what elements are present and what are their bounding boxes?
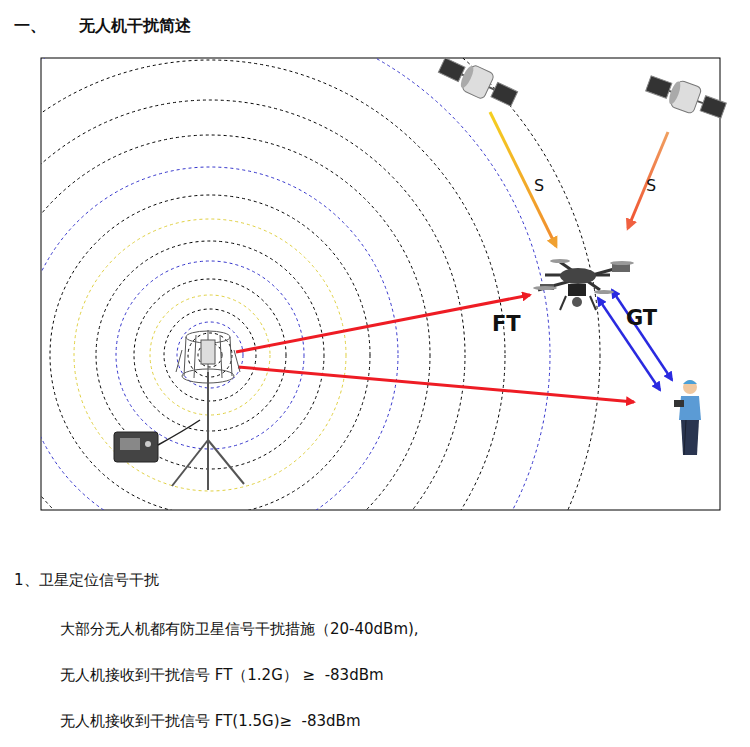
- range-ring: [41, 60, 505, 510]
- link-arrow: [598, 298, 660, 390]
- signal-label: S: [646, 176, 656, 195]
- range-ring: [41, 100, 465, 510]
- signal-label: FT: [492, 312, 521, 336]
- range-ring: [74, 219, 346, 491]
- range-ring: [41, 135, 430, 510]
- range-ring: [177, 322, 243, 388]
- link-arrow: [612, 290, 672, 380]
- satellite: [644, 70, 729, 124]
- person: [674, 380, 701, 455]
- range-ring: [164, 309, 256, 401]
- signal-label: GT: [626, 306, 657, 330]
- range-ring: [41, 58, 600, 510]
- range-ring: [41, 167, 398, 510]
- satellite: [436, 52, 520, 111]
- jammer: [114, 330, 244, 490]
- body-text: 无人机接收到干扰信号 FT(1.5G)≥ -83dBm: [60, 712, 361, 731]
- subsection-heading: 1、卫星定位信号干扰: [14, 571, 159, 590]
- range-ring: [134, 279, 286, 431]
- section-title: 一、 无人机干扰简述: [14, 16, 191, 37]
- signal-arrow: [628, 132, 668, 228]
- range-ring: [41, 58, 550, 510]
- range-ring: [150, 295, 270, 415]
- jamming-arrow: [238, 367, 634, 402]
- body-text: 大部分无人机都有防卫星信号干扰措施（20-40dBm),: [60, 620, 419, 639]
- body-text: 无人机接收到干扰信号 FT（1.2G） ≥ -83dBm: [60, 666, 384, 685]
- range-ring: [116, 261, 304, 449]
- range-ring: [50, 195, 370, 510]
- drone: [533, 259, 634, 310]
- range-ring: [96, 241, 324, 469]
- signal-label: S: [534, 176, 544, 195]
- signal-arrow: [490, 112, 556, 246]
- jamming-arrow: [236, 295, 530, 352]
